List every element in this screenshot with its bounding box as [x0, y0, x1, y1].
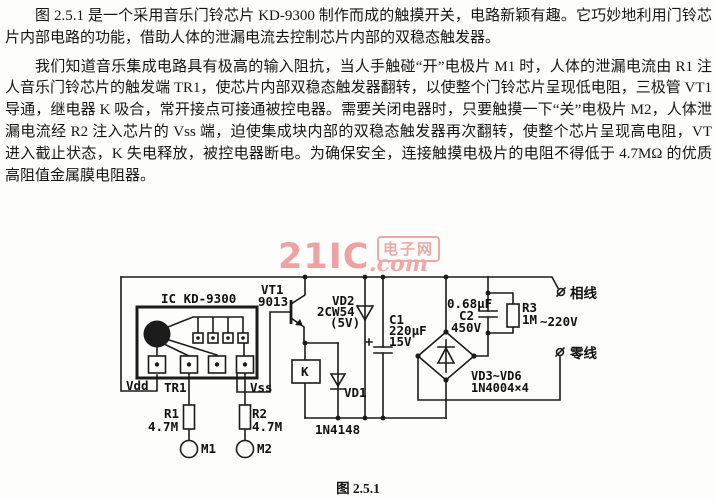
resistor-r2: [238, 404, 252, 430]
paragraph-2: 我们知道音乐集成电路具有极高的输入阻抗，当人手触碰“开”电极片 M1 时，人体的…: [5, 58, 712, 184]
bridge-rectifier: [416, 330, 476, 382]
label-vd2-model: 2CW54: [317, 304, 355, 319]
label-m2: M2: [257, 441, 272, 456]
ic-bottom-pads: [147, 355, 255, 374]
neutral-terminal: [554, 346, 566, 358]
label-c1-value: 220µF: [389, 323, 427, 338]
body-text: 图 2.5.1 是一个采用音乐门铃芯片 KD-9300 制作而成的触摸开关，电路…: [5, 6, 712, 194]
label-mains-voltage: ~220V: [540, 314, 578, 329]
label-pin-vss: Vss: [250, 380, 273, 395]
label-pin-vdd: Vdd: [126, 378, 149, 393]
label-ic: IC KD-9300: [161, 291, 236, 306]
relay-k: [291, 359, 321, 384]
junction-dots: [302, 274, 491, 421]
paragraph-1: 图 2.5.1 是一个采用音乐门铃芯片 KD-9300 制作而成的触摸开关，电路…: [5, 8, 712, 46]
label-vd2-ref: VD2: [332, 293, 355, 308]
touch-plate-m2: [235, 439, 255, 459]
label-live: 相线: [570, 285, 598, 301]
watermark-com: .com: [369, 251, 429, 277]
label-neutral: 零线: [569, 345, 598, 361]
label-r1-ref: R1: [164, 406, 179, 421]
figure-caption: 图 2.5.1: [336, 481, 380, 496]
label-vd1-ref: VD1: [344, 385, 367, 400]
label-bridge-model: 1N4004×4: [471, 381, 529, 395]
label-vt1-ref: VT1: [261, 282, 284, 297]
ic-module: [135, 305, 259, 380]
label-vt1-model: 9013: [258, 294, 288, 309]
resistor-r3: [506, 303, 520, 328]
label-m1: M1: [201, 441, 216, 456]
label-bridge-refs: VD3~VD6: [471, 369, 522, 383]
label-r3-ref: R3: [522, 300, 537, 315]
ic-top-pads: [192, 332, 249, 344]
capacitor-c1: [365, 338, 393, 354]
transistor-vt1: [289, 300, 303, 326]
label-r3-value: 1M: [522, 312, 537, 327]
watermark-site-badge: 电子网: [377, 236, 441, 262]
label-r2-value: 4.7M: [252, 419, 282, 434]
label-r2-ref: R2: [252, 406, 267, 421]
label-r1-value: 4.7M: [148, 419, 178, 434]
capacitor-c2: [478, 310, 498, 318]
label-c2-value: 0.68µF: [447, 296, 492, 311]
chip-die-blob: [143, 320, 171, 348]
label-c2-ref: C2: [459, 308, 474, 323]
label-c1-ref: C1: [389, 312, 404, 327]
diode-vd1: [329, 373, 347, 390]
resistor-r1: [182, 404, 196, 430]
label-pin-tr1: TR1: [164, 380, 187, 395]
zener-vd2: [355, 304, 375, 322]
touch-plate-m1: [179, 439, 199, 459]
label-vd2-note: (5V): [330, 315, 360, 330]
label-vd1-model: 1N4148: [315, 422, 360, 437]
live-terminal: [555, 286, 567, 298]
label-c1-voltage: 15V: [389, 334, 412, 349]
label-c2-voltage: 450V: [451, 320, 482, 335]
label-relay: K: [301, 364, 309, 379]
watermark-21ic: 21IC: [278, 237, 370, 277]
